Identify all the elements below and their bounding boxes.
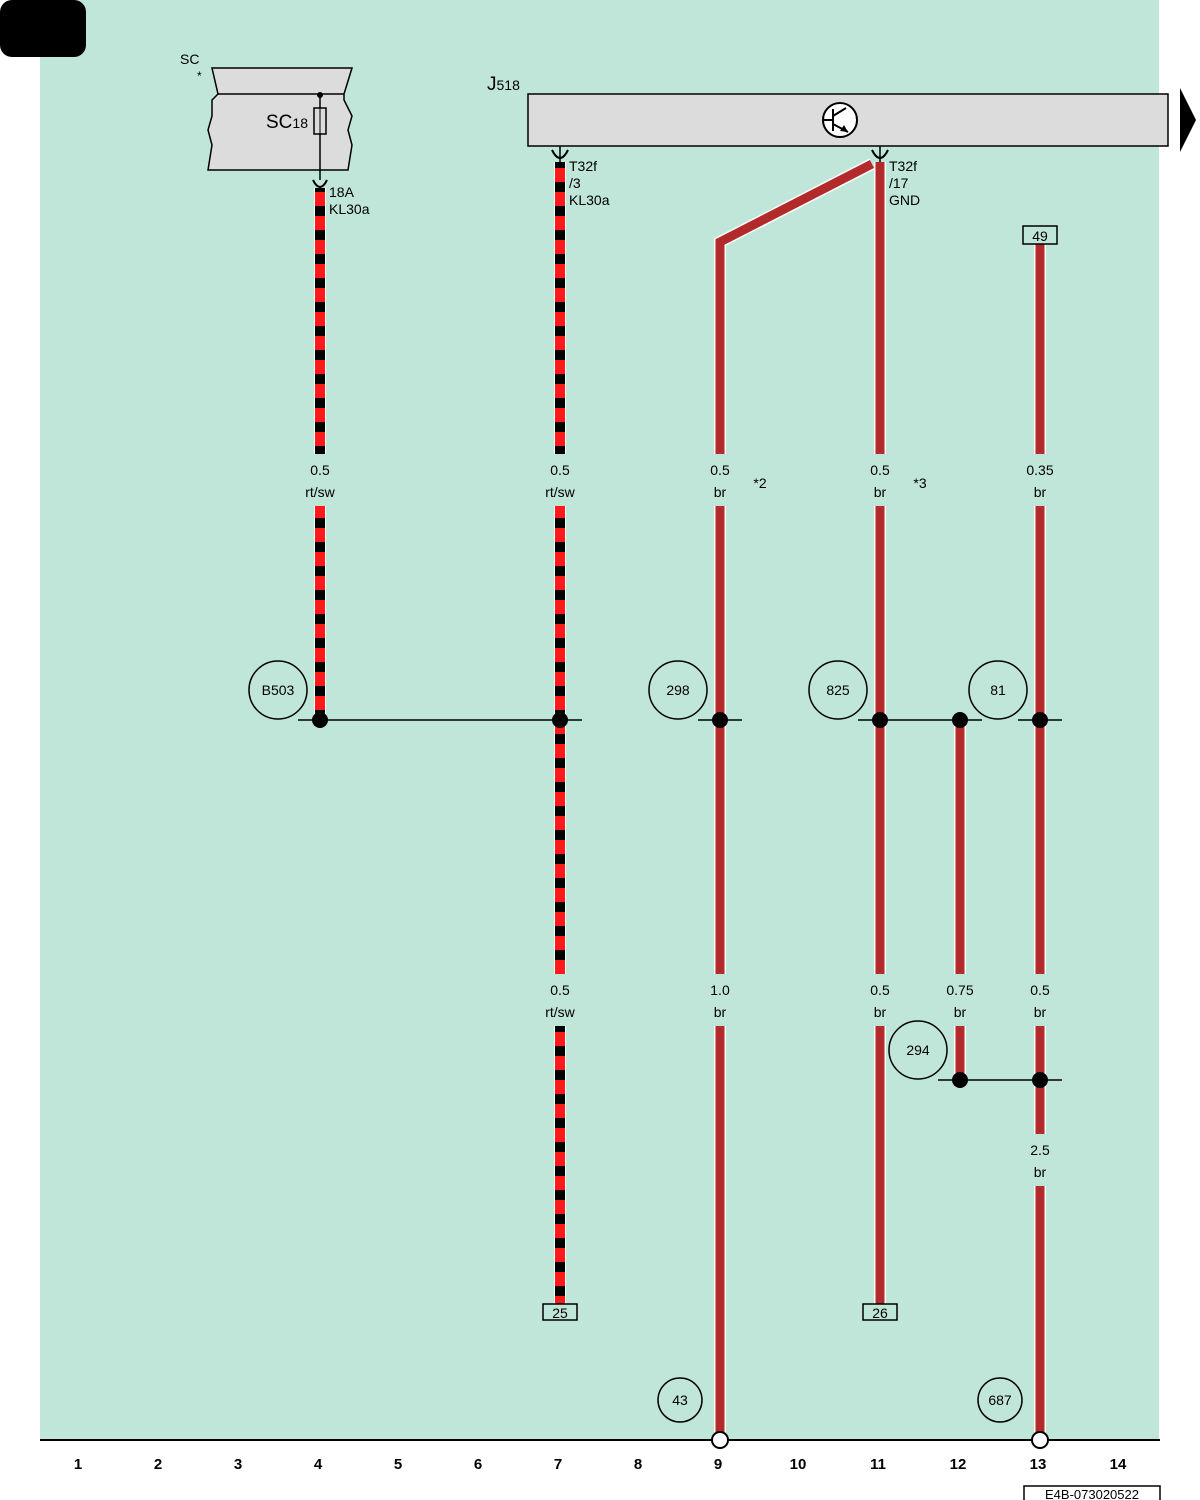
wire-col4 [314, 188, 326, 720]
grid-column-number: 9 [714, 1456, 722, 1473]
fuse-pin-signal: KL30a [329, 201, 370, 217]
wire-size: 0.35 [1026, 462, 1053, 478]
junction-dot [872, 712, 888, 728]
ref-b503[interactable]: B503 [262, 682, 295, 698]
junction-dot [552, 712, 568, 728]
ground-terminal [711, 1431, 729, 1449]
junction-dot [312, 712, 328, 728]
junction-dot [952, 1072, 968, 1088]
wire-size: 0.5 [550, 462, 570, 478]
grid-column-number: 10 [790, 1456, 807, 1473]
grid-column-number: 8 [634, 1456, 642, 1473]
terminal-25[interactable]: 25 [552, 1305, 568, 1321]
grid-column-number: 7 [554, 1456, 562, 1473]
grid-column-number: 3 [234, 1456, 242, 1473]
wire-size: 1.0 [710, 982, 730, 998]
ref-81[interactable]: 81 [990, 682, 1006, 698]
wire-col9 [714, 158, 875, 1432]
grid-column-number: 1 [74, 1456, 82, 1473]
wire-color: rt/sw [545, 484, 575, 500]
wire-size: 0.5 [310, 462, 330, 478]
wire-color: br [714, 1004, 727, 1020]
wire-col12 [954, 720, 966, 1080]
fuse-pin-amp: 18A [329, 184, 355, 200]
wire-size: 0.5 [870, 462, 890, 478]
ref-294[interactable]: 294 [906, 1042, 930, 1058]
control-unit-label: J518 [487, 74, 520, 95]
fuse-box-sc: SC * SC18 18A KL30a [180, 51, 370, 217]
wire-col11 [874, 162, 886, 1304]
junction-dot [952, 712, 968, 728]
wire-size: 2.5 [1030, 1142, 1050, 1158]
wire-size: 0.5 [550, 982, 570, 998]
control-unit-j518: J518 T32f /3 KL30a T32f /17 GND [487, 74, 1169, 208]
connection-refs: B503 298 825 81 294 43 687 [248, 660, 1028, 1423]
wire-size: 0.5 [870, 982, 890, 998]
wire-color: br [954, 1004, 967, 1020]
wire-note: *2 [753, 475, 766, 491]
wire-color: br [874, 484, 887, 500]
wire-col13 [1034, 244, 1046, 1432]
fuse-box-label: SC [180, 51, 199, 67]
ref-825[interactable]: 825 [826, 682, 850, 698]
wire-labels: 0.5 rt/sw 0.5 rt/sw 0.5 rt/sw 0.5 br *2 … [305, 462, 1054, 1180]
wire-size: 0.75 [946, 982, 973, 998]
wire-color: br [1034, 484, 1047, 500]
junction-dot [712, 712, 728, 728]
wire-color: br [874, 1004, 887, 1020]
terminal-refs: 49 25 26 [542, 225, 1058, 1321]
wire-color: rt/sw [545, 1004, 575, 1020]
pin-b-number: /17 [889, 175, 909, 191]
fuse-sc18-label: SC18 [266, 112, 308, 133]
grid-column-number: 6 [474, 1456, 482, 1473]
grid-column-number: 2 [154, 1456, 162, 1473]
pin-a-number: /3 [569, 175, 581, 191]
pin-b-connector: T32f [889, 158, 917, 174]
terminal-26[interactable]: 26 [872, 1305, 888, 1321]
grid-column-number: 11 [870, 1456, 886, 1473]
diagram-background [40, 0, 1160, 1440]
transistor-icon [822, 102, 858, 138]
wire-size: 0.5 [1030, 982, 1050, 998]
wire-col7 [554, 162, 566, 1304]
fuse-box-asterisk: * [197, 69, 202, 83]
ref-298[interactable]: 298 [666, 682, 690, 698]
ground-terminal [1031, 1431, 1049, 1449]
wire-color: br [1034, 1164, 1047, 1180]
junction-dot [1032, 1072, 1048, 1088]
grid-column-number: 12 [950, 1456, 967, 1473]
continue-arrow-icon[interactable] [1180, 88, 1196, 152]
grid-column-number: 14 [1110, 1456, 1127, 1473]
grid-column-number: 13 [1030, 1456, 1047, 1473]
grid-column-number: 5 [394, 1456, 402, 1473]
wire-color: br [1034, 1004, 1047, 1020]
wire-color: br [714, 484, 727, 500]
terminal-49[interactable]: 49 [1032, 228, 1048, 244]
grid-column-number: 4 [314, 1456, 323, 1473]
junction-dot [1032, 712, 1048, 728]
pin-a-connector: T32f [569, 158, 597, 174]
pin-b-signal: GND [889, 192, 920, 208]
wire-size: 0.5 [710, 462, 730, 478]
wire-note: *3 [913, 475, 926, 491]
page-tab-marker [0, 0, 86, 57]
connector-pin-icon [312, 179, 328, 188]
junctions [312, 712, 1048, 1088]
diagram-id: E4B-073020522 [1045, 1487, 1139, 1500]
ref-43[interactable]: 43 [672, 1392, 688, 1408]
wire-color: rt/sw [305, 484, 335, 500]
ref-687[interactable]: 687 [988, 1392, 1012, 1408]
pin-a-signal: KL30a [569, 192, 610, 208]
